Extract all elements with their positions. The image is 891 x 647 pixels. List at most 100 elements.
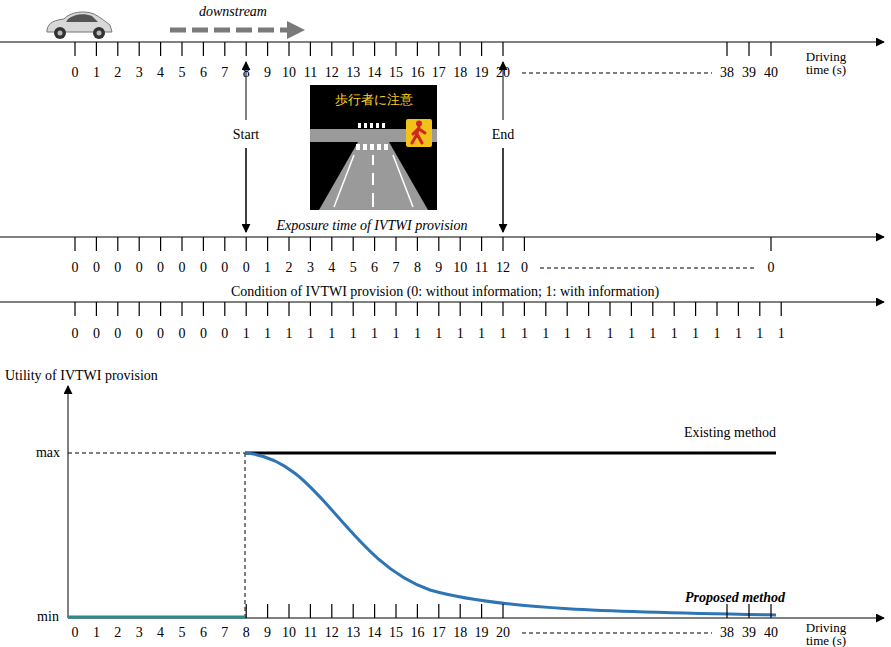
exposure-value: 4 (328, 260, 335, 276)
exposure-value: 10 (453, 260, 467, 276)
tick-label: 3 (136, 65, 143, 81)
tick-mark (139, 42, 140, 56)
tick-mark (770, 237, 771, 251)
tick-mark (181, 42, 182, 56)
tick-mark (139, 237, 140, 251)
tick-mark (117, 237, 118, 251)
condition-value: 1 (692, 326, 699, 342)
exposure-value: 6 (371, 260, 378, 276)
condition-value: 0 (114, 326, 121, 342)
tick-mark (310, 42, 311, 56)
tick-label: 3 (136, 625, 143, 641)
tick-label: 40 (764, 625, 778, 641)
tick-mark (631, 302, 632, 316)
tick-label: 14 (368, 65, 382, 81)
condition-value: 1 (564, 326, 571, 342)
tick-mark (588, 302, 589, 316)
condition-value: 0 (221, 326, 228, 342)
condition-value: 1 (628, 326, 635, 342)
tick-mark (267, 42, 268, 56)
exposure-value: 5 (350, 260, 357, 276)
tick-label: 14 (368, 625, 382, 641)
condition-value: 0 (72, 326, 79, 342)
marker-label: Start (233, 127, 259, 143)
tick-mark (770, 604, 771, 618)
condition-value: 1 (286, 326, 293, 342)
tick-mark (781, 302, 782, 316)
chart-x-axis (68, 618, 884, 619)
exposure-value: 1 (264, 260, 271, 276)
tick-mark (224, 237, 225, 251)
tick-mark (139, 302, 140, 316)
exposure-value: 0 (768, 260, 775, 276)
axis-gap-dashes (540, 268, 755, 269)
tick-label: 8 (243, 625, 250, 641)
tick-mark (738, 302, 739, 316)
time-axis (0, 42, 884, 43)
tick-mark (331, 604, 332, 618)
tick-mark (374, 237, 375, 251)
tick-label: 11 (304, 65, 317, 81)
tick-mark (502, 42, 503, 56)
tick-label: 1 (93, 625, 100, 641)
condition-value: 1 (328, 326, 335, 342)
condition-value: 1 (778, 326, 785, 342)
exposure-value: 0 (200, 260, 207, 276)
condition-value: 1 (649, 326, 656, 342)
tick-mark (203, 237, 204, 251)
tick-label: 9 (264, 625, 271, 641)
tick-mark (726, 604, 727, 618)
direction-label: downstream (199, 4, 267, 20)
tick-label: 39 (742, 65, 756, 81)
exposure-value: 12 (496, 260, 510, 276)
tick-mark (395, 237, 396, 251)
tick-mark (502, 604, 503, 618)
warning-display: 歩行者に注意 (310, 85, 437, 210)
condition-value: 1 (393, 326, 400, 342)
tick-mark (395, 42, 396, 56)
car-icon (47, 12, 112, 39)
tick-mark (310, 237, 311, 251)
exposure-value: 9 (435, 260, 442, 276)
tick-label: 0 (72, 625, 79, 641)
condition-value: 1 (435, 326, 442, 342)
tick-mark (310, 604, 311, 618)
tick-mark (310, 302, 311, 316)
tick-mark (331, 302, 332, 316)
tick-mark (759, 302, 760, 316)
tick-label: 6 (200, 65, 207, 81)
tick-mark (288, 302, 289, 316)
tick-label: 7 (221, 65, 228, 81)
tick-label: 16 (410, 625, 424, 641)
tick-mark (748, 604, 749, 618)
tick-mark (203, 42, 204, 56)
condition-value: 1 (542, 326, 549, 342)
tick-mark (770, 42, 771, 56)
tick-mark (288, 42, 289, 56)
condition-value: 1 (478, 326, 485, 342)
tick-mark (567, 302, 568, 316)
tick-label: 10 (282, 65, 296, 81)
tick-label: 15 (389, 65, 403, 81)
tick-label: 7 (221, 625, 228, 641)
tick-marks (75, 42, 781, 618)
tick-mark (267, 302, 268, 316)
existing-method-line (245, 452, 776, 455)
tick-mark (160, 302, 161, 316)
tick-label: 18 (453, 65, 467, 81)
tick-label: 5 (179, 625, 186, 641)
condition-value: 1 (607, 326, 614, 342)
condition-axis (0, 302, 884, 303)
condition-value: 1 (585, 326, 592, 342)
tick-mark (181, 302, 182, 316)
tick-mark (160, 237, 161, 251)
exposure-value: 0 (114, 260, 121, 276)
tick-mark (460, 237, 461, 251)
tick-mark (460, 302, 461, 316)
warning-text: 歩行者に注意 (310, 92, 437, 108)
tick-mark (417, 604, 418, 618)
tick-label: 19 (475, 625, 489, 641)
tick-mark (438, 604, 439, 618)
tick-label: 12 (325, 625, 339, 641)
tick-mark (438, 237, 439, 251)
